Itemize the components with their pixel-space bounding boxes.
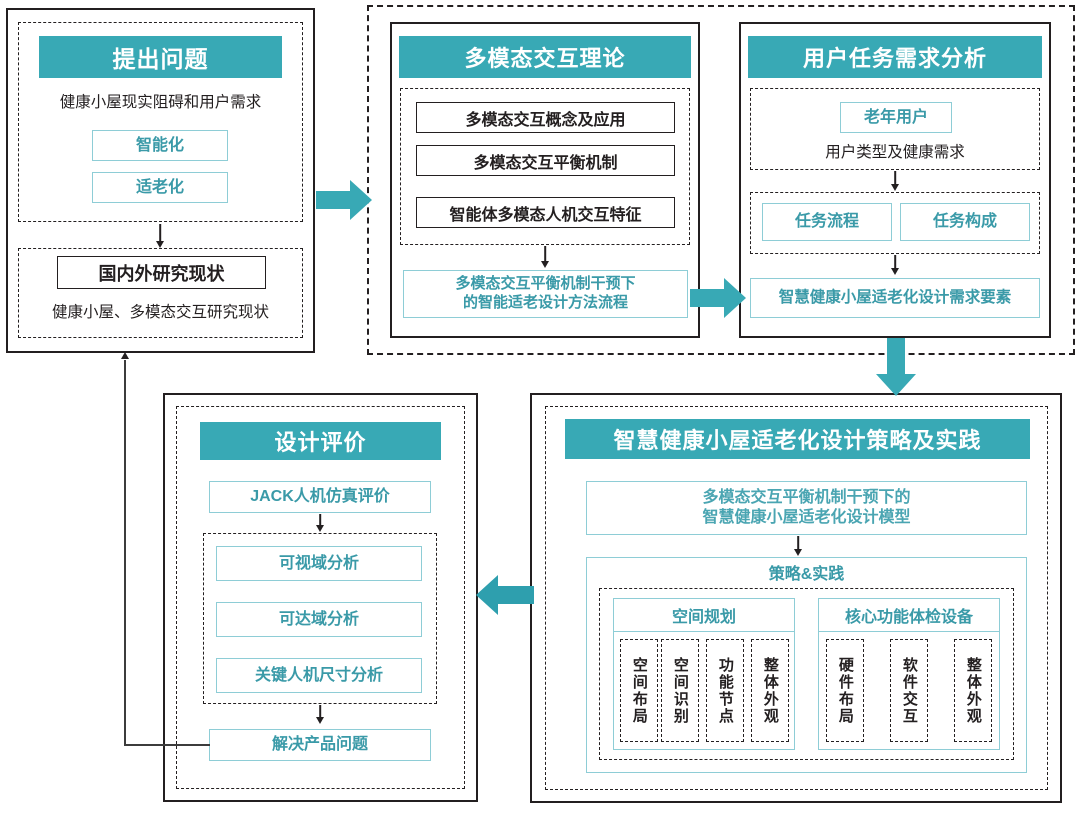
feedback-line-horizontal — [124, 744, 210, 746]
stage2-item-0[interactable]: 多模态交互概念及应用 — [416, 102, 675, 133]
feedback-line-vertical — [124, 360, 126, 745]
stage4-analysis-2[interactable]: 关键人机尺寸分析 — [216, 658, 422, 693]
stage5-model-line1: 多模态交互平衡机制干预下的 — [702, 489, 911, 506]
stage3-user-caption: 用户类型及健康需求 — [825, 144, 965, 161]
stage4-top-item[interactable]: JACK人机仿真评价 — [209, 481, 431, 513]
stage5-group-1-heading: 核心功能体检设备 — [818, 598, 1000, 632]
stage3-arrow-2 — [887, 255, 903, 275]
stage5-group-0-item-3[interactable]: 整体外观 — [751, 639, 789, 742]
stage4-result[interactable]: 解决产品问题 — [209, 729, 431, 761]
stage3-task-chip-0[interactable]: 任务流程 — [762, 203, 892, 241]
stage5-banner: 智慧健康小屋适老化设计策略及实践 — [565, 419, 1030, 459]
stage5-group-0-item-1[interactable]: 空间识别 — [661, 639, 699, 742]
stage1-chip-0[interactable]: 智能化 — [92, 130, 228, 161]
stage4-analysis-1[interactable]: 可达域分析 — [216, 602, 422, 637]
arrow-stage2-to-stage3 — [690, 276, 746, 320]
stage1-problem-group — [18, 22, 303, 222]
stage2-banner: 多模态交互理论 — [399, 36, 691, 78]
stage3-user-chip[interactable]: 老年用户 — [840, 102, 952, 133]
stage1-chip-1[interactable]: 适老化 — [92, 172, 228, 203]
stage3-task-chip-1[interactable]: 任务构成 — [900, 203, 1030, 241]
stage5-model-box[interactable]: 多模态交互平衡机制干预下的 智慧健康小屋适老化设计模型 — [586, 481, 1027, 535]
stage4-arrow-2 — [312, 705, 328, 724]
stage2-outcome-line1: 多模态交互平衡机制干预下 — [455, 275, 636, 293]
stage2-items-group — [400, 88, 690, 245]
stage2-outcome[interactable]: 多模态交互平衡机制干预下 的智能适老设计方法流程 — [403, 270, 688, 318]
arrow-stage3-to-stage5 — [874, 338, 918, 396]
stage2-outcome-line2: 的智能适老设计方法流程 — [462, 294, 628, 311]
stage1-banner: 提出问题 — [39, 36, 282, 78]
stage4-analysis-0[interactable]: 可视域分析 — [216, 546, 422, 581]
stage4-analysis-group — [203, 533, 437, 704]
stage1-internal-arrow — [152, 224, 168, 248]
stage2-item-2[interactable]: 智能体多模态人机交互特征 — [416, 197, 675, 228]
stage3-task-group — [750, 192, 1040, 254]
stage5-inner-dashed — [545, 406, 1048, 790]
stage3-banner: 用户任务需求分析 — [748, 36, 1042, 78]
arrow-stage5-to-stage4 — [474, 573, 534, 617]
stage5-arrow-1 — [790, 536, 806, 556]
stage5-group-0-item-2[interactable]: 功能节点 — [706, 639, 744, 742]
stage1-caption: 健康小屋现实阻碍和用户需求 — [59, 94, 262, 111]
stage1-status-caption: 健康小屋、多模态交互研究现状 — [51, 304, 269, 321]
stage5-group-1-item-0[interactable]: 硬件布局 — [826, 639, 864, 742]
stage5-group-0-item-0[interactable]: 空间布局 — [620, 639, 658, 742]
arrow-stage1-to-stage2 — [316, 178, 372, 222]
stage2-internal-arrow — [537, 246, 553, 268]
stage1-status-box[interactable]: 国内外研究现状 — [57, 256, 266, 289]
stage3-user-group — [750, 88, 1040, 170]
stage3-outcome[interactable]: 智慧健康小屋适老化设计需求要素 — [750, 278, 1040, 318]
stage5-practice-heading: 策略&实践 — [768, 566, 845, 583]
stage5-groups-dashed — [599, 588, 1014, 760]
feedback-arrow-head — [117, 352, 133, 364]
stage2-item-1[interactable]: 多模态交互平衡机制 — [416, 145, 675, 176]
stage5-group-0-heading: 空间规划 — [613, 598, 795, 632]
stage4-arrow-1 — [312, 514, 328, 532]
stage4-inner-dashed — [176, 406, 465, 789]
stage5-group-1-item-1[interactable]: 软件交互 — [890, 639, 928, 742]
stage3-arrow-1 — [887, 171, 903, 191]
stage5-model-line2: 智慧健康小屋适老化设计模型 — [702, 509, 911, 526]
stage1-research-group — [18, 248, 303, 338]
stage5-group-1-item-2[interactable]: 整体外观 — [954, 639, 992, 742]
theory-analysis-wrapper — [367, 5, 1075, 355]
stage4-banner: 设计评价 — [200, 422, 441, 460]
